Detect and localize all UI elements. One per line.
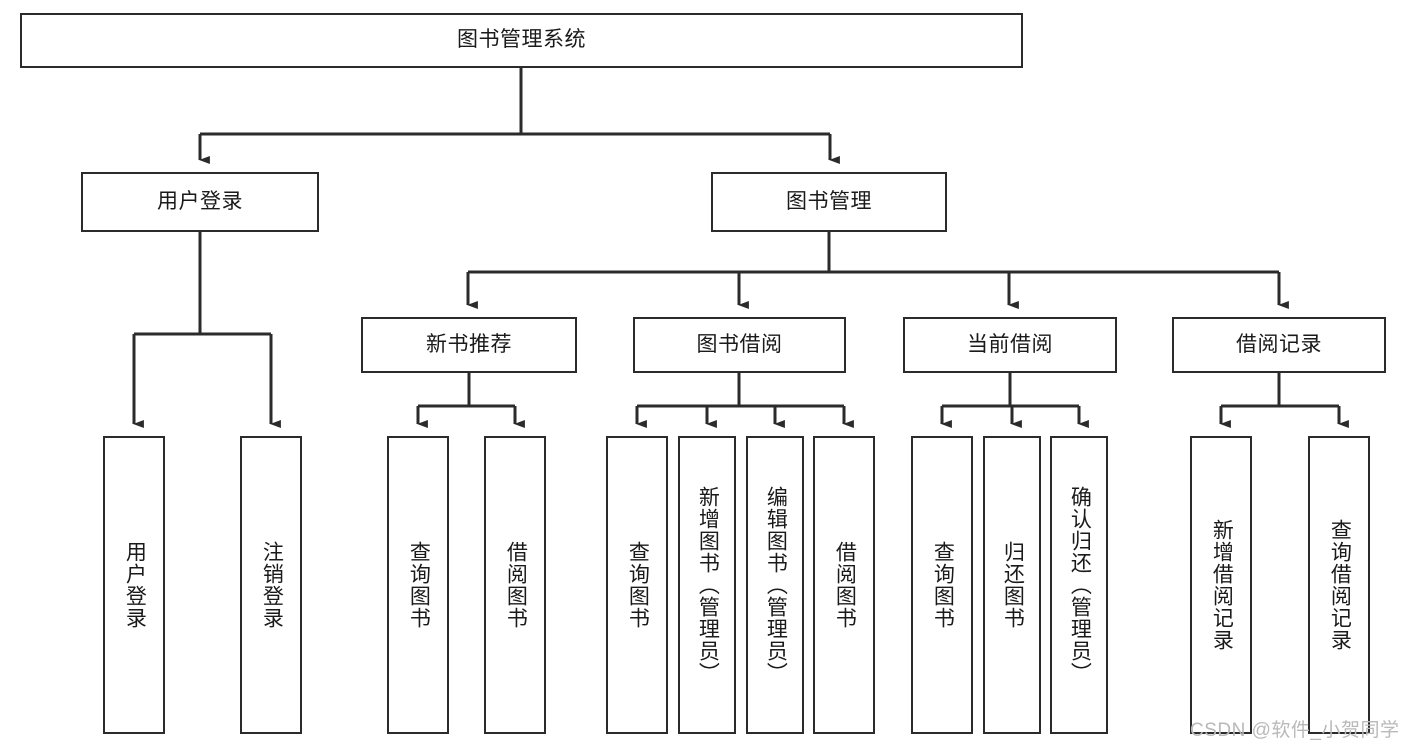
node-leaf-edit-book-label: 编辑图书（管理员）	[764, 486, 788, 684]
node-leaf-logout[interactable]: 注销登录	[240, 436, 302, 734]
node-new-book-rec[interactable]: 新书推荐	[361, 317, 577, 373]
node-new-book-rec-label: 新书推荐	[426, 332, 512, 356]
node-book-manage[interactable]: 图书管理	[711, 172, 947, 232]
node-leaf-add-book-label: 新增图书（管理员）	[696, 486, 720, 684]
node-leaf-user-login-label: 用户登录	[123, 541, 147, 629]
node-leaf-user-login[interactable]: 用户登录	[103, 436, 165, 734]
node-book-borrow[interactable]: 图书借阅	[633, 317, 846, 373]
node-leaf-add-record-label: 新增借阅记录	[1210, 519, 1234, 651]
node-user-login[interactable]: 用户登录	[81, 172, 319, 232]
node-leaf-edit-book[interactable]: 编辑图书（管理员）	[746, 436, 804, 734]
node-user-login-label: 用户登录	[157, 189, 243, 213]
node-leaf-add-book[interactable]: 新增图书（管理员）	[678, 436, 736, 734]
node-book-manage-label: 图书管理	[786, 189, 872, 213]
node-leaf-borrow-book-1[interactable]: 借阅图书	[484, 436, 546, 734]
node-current-borrow[interactable]: 当前借阅	[903, 317, 1117, 373]
node-borrow-record[interactable]: 借阅记录	[1172, 317, 1386, 373]
node-book-borrow-label: 图书借阅	[696, 332, 783, 356]
node-leaf-query-record-label: 查询借阅记录	[1328, 519, 1352, 651]
node-leaf-confirm-return[interactable]: 确认归还（管理员）	[1050, 436, 1108, 734]
node-leaf-logout-label: 注销登录	[260, 541, 284, 629]
node-leaf-return-book[interactable]: 归还图书	[983, 436, 1041, 734]
node-root[interactable]: 图书管理系统	[20, 13, 1023, 68]
node-leaf-add-record[interactable]: 新增借阅记录	[1190, 436, 1252, 734]
node-leaf-query-book-3-label: 查询图书	[931, 541, 955, 629]
node-current-borrow-label: 当前借阅	[967, 332, 1053, 356]
node-leaf-borrow-book-1-label: 借阅图书	[504, 541, 528, 629]
node-leaf-borrow-book-2[interactable]: 借阅图书	[813, 436, 875, 734]
node-leaf-query-book-3[interactable]: 查询图书	[911, 436, 973, 734]
node-leaf-query-record[interactable]: 查询借阅记录	[1308, 436, 1370, 734]
node-borrow-record-label: 借阅记录	[1236, 332, 1322, 356]
node-leaf-query-book-2[interactable]: 查询图书	[606, 436, 668, 734]
node-leaf-query-book-1-label: 查询图书	[407, 541, 431, 629]
watermark: CSDN @软件_小贺同学	[1190, 720, 1400, 741]
node-leaf-return-book-label: 归还图书	[1001, 541, 1025, 629]
node-leaf-borrow-book-2-label: 借阅图书	[833, 541, 857, 629]
node-leaf-query-book-1[interactable]: 查询图书	[387, 436, 449, 734]
node-leaf-confirm-return-label: 确认归还（管理员）	[1068, 486, 1092, 684]
node-root-label: 图书管理系统	[457, 28, 586, 52]
node-leaf-query-book-2-label: 查询图书	[626, 541, 650, 629]
